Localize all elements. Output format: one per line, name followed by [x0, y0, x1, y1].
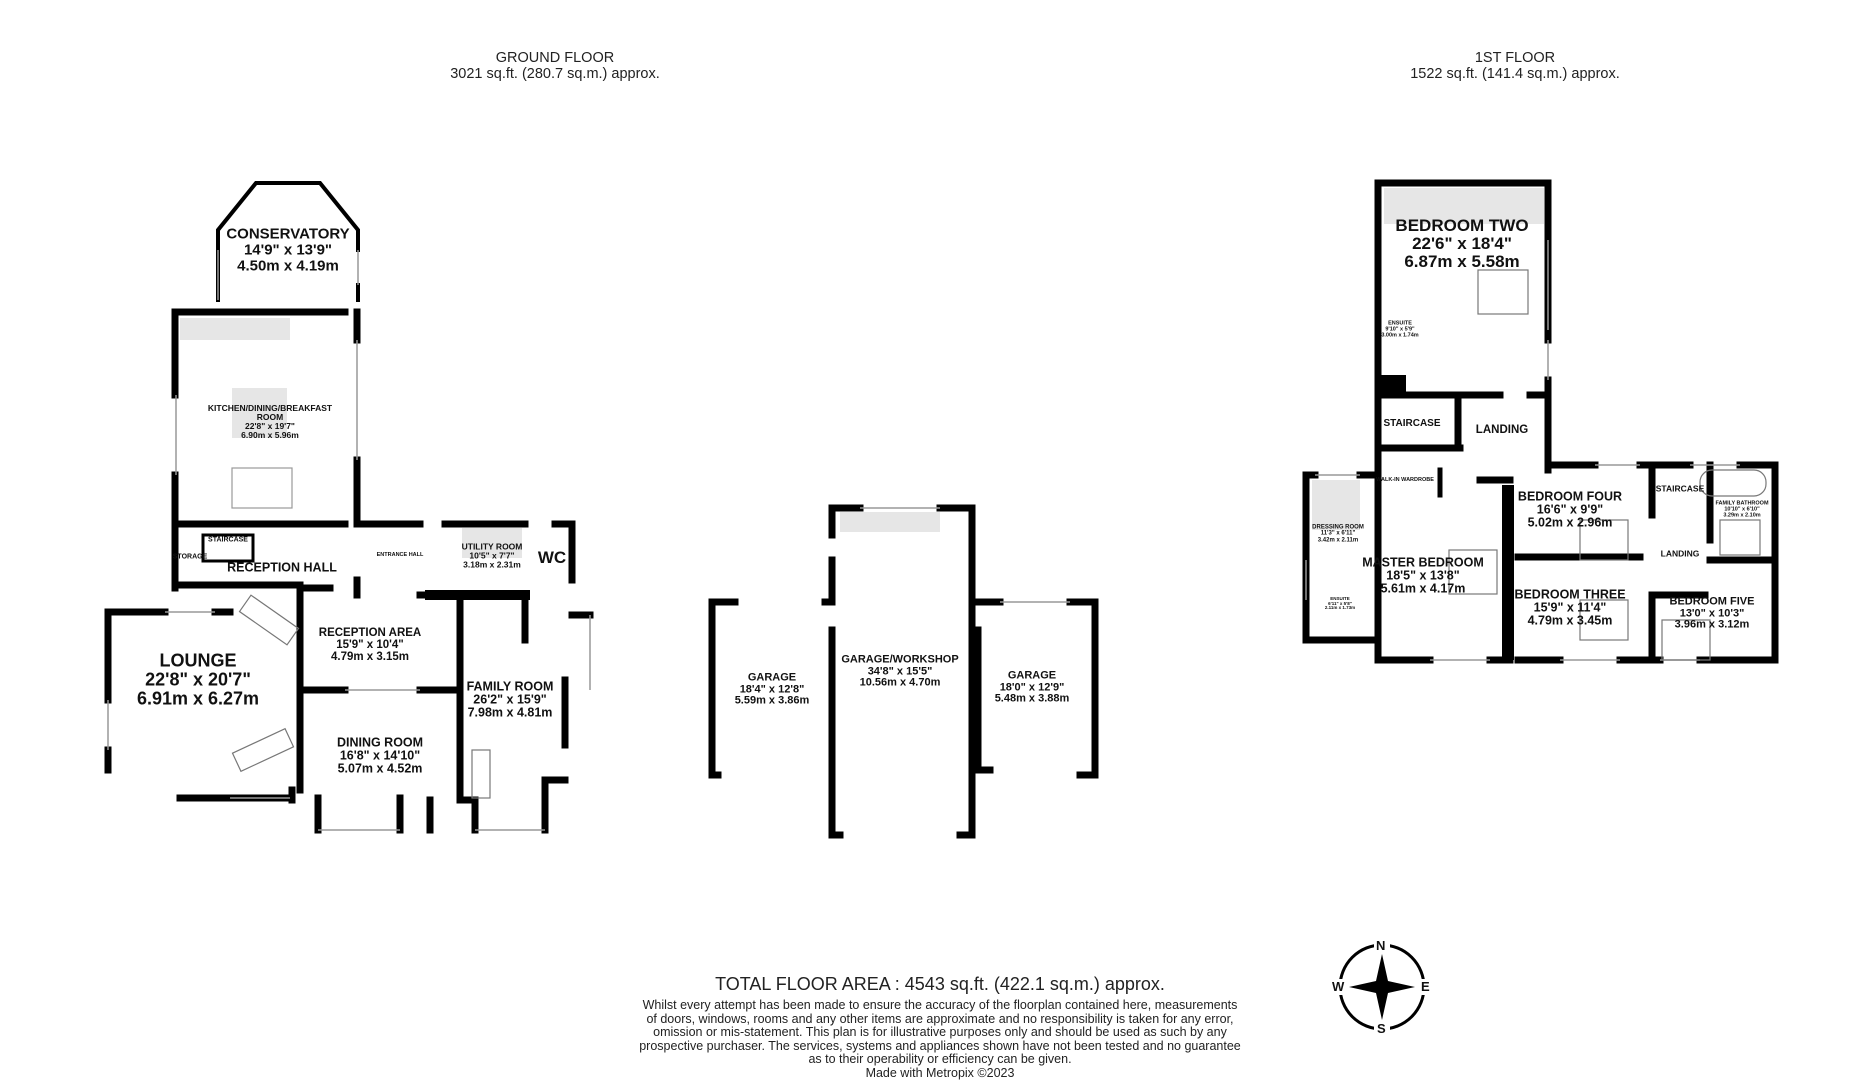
room-bedroom-four: BEDROOM FOUR 16'6" x 9'9" 5.02m x 2.96m [1517, 489, 1623, 530]
room-ensuite-bedroom-two: ENSUITE 9'10" x 5'9" 3.00m x 1.74m [1381, 320, 1419, 338]
room-family-room: FAMILY ROOM 26'2" x 15'9" 7.98m x 4.81m [466, 679, 554, 720]
room-bedroom-five: BEDROOM FIVE 13'0" x 10'3" 3.96m x 3.12m [1669, 595, 1755, 631]
total-floor-area: TOTAL FLOOR AREA : 4543 sq.ft. (422.1 sq… [715, 974, 1165, 994]
room-bedroom-three: BEDROOM THREE 15'9" x 11'4" 4.79m x 3.45… [1514, 587, 1626, 628]
label-storage: STORAGE [172, 553, 208, 561]
room-ensuite-master: ENSUITE 6'11" x 5'8" 2.11m x 1.73m [1324, 595, 1356, 611]
room-walk-in-wardrobe: WALK-IN WARDROBE [1376, 477, 1434, 484]
room-entrance-hall: ENTRANCE HALL [376, 552, 424, 559]
room-bedroom-two: BEDROOM TWO 22'6" x 18'4" 6.87m x 5.58m [1395, 216, 1529, 271]
room-dressing-room: DRESSING ROOM 11'3" x 6'11" 3.42m x 2.11… [1312, 524, 1364, 544]
disclaimer-line: omission or mis-statement. This plan is … [653, 1025, 1227, 1039]
disclaimer: Whilst every attempt has been made to en… [600, 998, 1280, 1080]
room-wc: WC [537, 548, 567, 568]
room-lounge: LOUNGE 22'8" x 20'7" 6.91m x 6.27m [136, 650, 260, 709]
ground-floor-header: GROUND FLOOR 3021 sq.ft. (280.7 sq.m.) a… [430, 50, 680, 82]
room-landing: LANDING [1475, 423, 1529, 436]
compass-east: E [1421, 979, 1430, 994]
first-floor-header: 1ST FLOOR 1522 sq.ft. (141.4 sq.m.) appr… [1390, 50, 1640, 82]
ground-floor-area: 3021 sq.ft. (280.7 sq.m.) approx. [450, 66, 660, 82]
disclaimer-line: as to their operability or efficiency ca… [808, 1052, 1072, 1066]
room-family-bathroom: FAMILY BATHROOM 10'10" x 6'10" 3.29m x 2… [1715, 500, 1769, 518]
label-staircase-first-2: STAIRCASE [1655, 483, 1705, 494]
compass-south: S [1377, 1021, 1386, 1036]
room-kitchen: KITCHEN/DINING/BREAKFAST ROOM 22'8" x 19… [207, 403, 333, 440]
compass-north: N [1376, 938, 1386, 953]
label-staircase-ground: STAIRCASE [208, 536, 248, 544]
room-landing-2: LANDING [1660, 548, 1700, 559]
room-reception-area: RECEPTION AREA 15'9" x 10'4" 4.79m x 3.1… [318, 626, 422, 664]
room-reception-hall: RECEPTION HALL [227, 560, 337, 575]
first-floor-area: 1522 sq.ft. (141.4 sq.m.) approx. [1410, 66, 1620, 82]
credit: Made with Metropix ©2023 [865, 1065, 1015, 1080]
label-staircase-first: STAIRCASE [1383, 417, 1441, 429]
disclaimer-line: of doors, windows, rooms and any other i… [646, 1011, 1234, 1026]
room-utility: UTILITY ROOM 10'5" x 7'7" 3.18m x 2.31m [461, 541, 523, 570]
compass-icon [1332, 938, 1432, 1036]
room-master-bedroom: MASTER BEDROOM 18'5" x 13'8" 5.61m x 4.1… [1362, 555, 1484, 596]
room-garage-left: GARAGE 18'4" x 12'8" 5.59m x 3.86m [734, 671, 810, 707]
compass-rose: N E S W [1332, 932, 1432, 1042]
disclaimer-line: prospective purchaser. The services, sys… [639, 1038, 1241, 1053]
room-conservatory: CONSERVATORY 14'9" x 13'9" 4.50m x 4.19m [226, 225, 350, 274]
room-garage-workshop: GARAGE/WORKSHOP 34'8" x 15'5" 10.56m x 4… [841, 653, 959, 689]
footer: TOTAL FLOOR AREA : 4543 sq.ft. (422.1 sq… [600, 974, 1280, 1080]
first-floor-title: 1ST FLOOR [1474, 50, 1556, 66]
compass-west: W [1332, 979, 1345, 994]
room-garage-right: GARAGE 18'0" x 12'9" 5.48m x 3.88m [994, 669, 1070, 705]
disclaimer-line: Whilst every attempt has been made to en… [642, 998, 1238, 1012]
room-dining-room: DINING ROOM 16'8" x 14'10" 5.07m x 4.52m [336, 735, 424, 776]
ground-floor-title: GROUND FLOOR [495, 50, 615, 66]
